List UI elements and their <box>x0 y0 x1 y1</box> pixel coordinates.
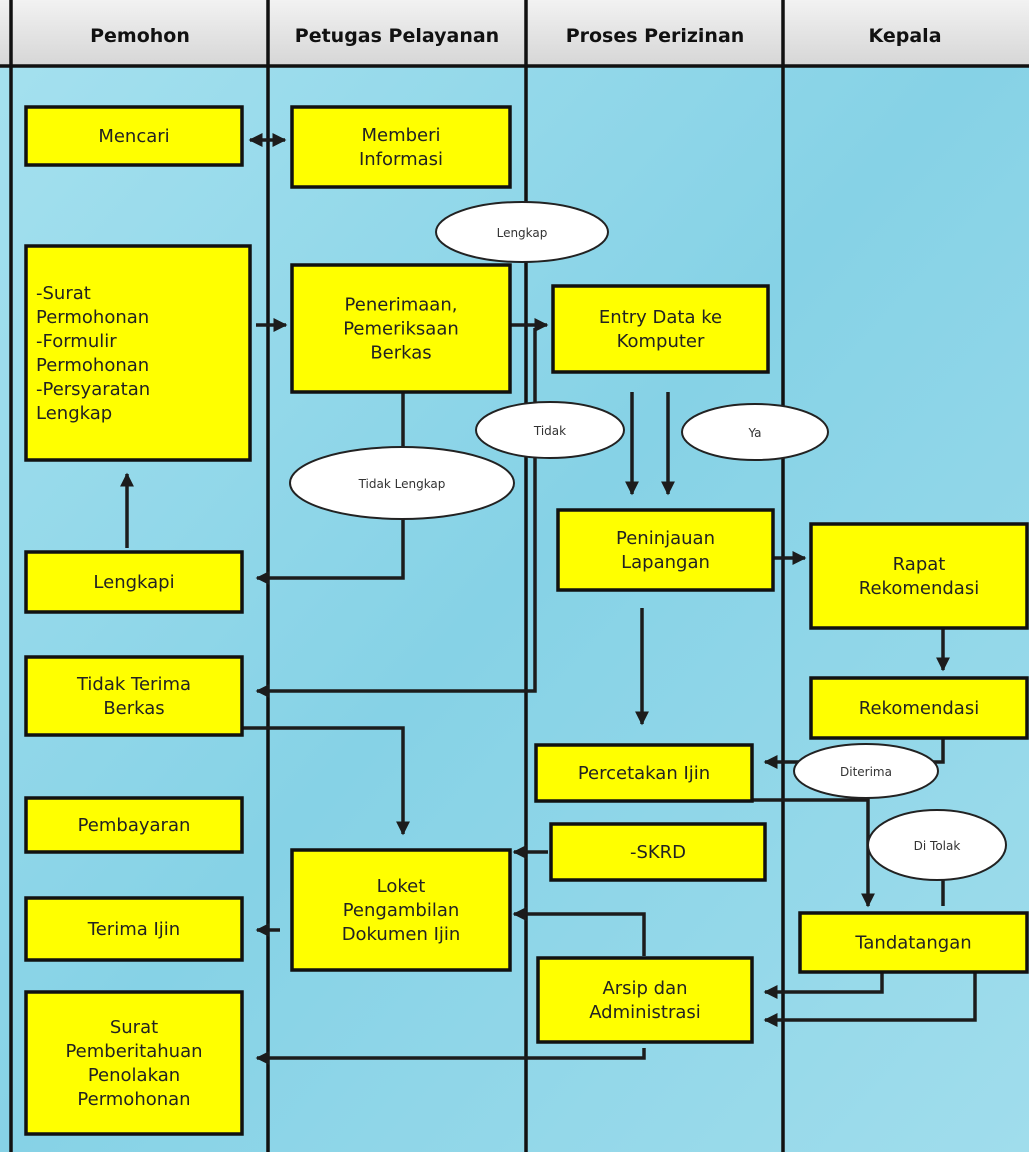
box-percetakan-line: Percetakan Ijin <box>578 763 710 784</box>
box-skrd-line: -SKRD <box>630 842 686 863</box>
oval-diterima <box>793 743 939 799</box>
box-penerimaan-line: Pemeriksaan <box>343 319 459 340</box>
decision-ovals: Lengkap Tidak Ya Tidak Lengkap Diterima … <box>289 201 1007 881</box>
box-tandatangan-line: Tandatangan <box>854 933 971 954</box>
box-surat-penolakan-line: Permohonan <box>77 1089 190 1110</box>
box-persyaratan-line: Lengkap <box>36 403 112 424</box>
box-surat-penolakan-line: Pemberitahuan <box>65 1041 202 1062</box>
box-rapat-line: Rapat <box>893 554 946 575</box>
box-memberi-informasi-line: Informasi <box>359 149 443 170</box>
box-peninjauan-line: Lapangan <box>621 552 710 573</box>
box-pembayaran-line: Pembayaran <box>78 815 191 836</box>
box-rekomendasi-line: Rekomendasi <box>859 698 979 719</box>
box-persyaratan-line: Permohonan <box>36 355 149 376</box>
box-memberi-informasi-line: Memberi <box>361 125 440 146</box>
line-arsip-surat <box>255 1048 646 1065</box>
box-penerimaan-line: Penerimaan, <box>345 295 458 316</box>
box-loket-line: Pengambilan <box>343 900 460 921</box>
box-arsip-line: Administrasi <box>589 1002 701 1023</box>
box-lengkapi: Lengkapi <box>24 550 244 614</box>
box-arsip-line: Arsip dan <box>602 978 687 999</box>
lane-title-proses: Proses Perizinan <box>566 25 745 47</box>
box-persyaratan-line: -Formulir <box>36 331 117 352</box>
box-loket-line: Loket <box>377 876 426 897</box>
box-surat-penolakan-line: Penolakan <box>88 1065 180 1086</box>
line-tandatangan-arsip-2 <box>763 972 977 1027</box>
label-diterima: Diterima <box>840 765 892 779</box>
box-skrd: -SKRD <box>549 822 767 882</box>
box-lengkapi-line: Lengkapi <box>93 572 174 593</box>
box-rapat-line: Rekomendasi <box>859 578 979 599</box>
box-terima-ijin-line: Terima Ijin <box>87 919 180 940</box>
box-pembayaran: Pembayaran <box>24 796 244 854</box>
label-tidak: Tidak <box>533 424 566 438</box>
line-percetakan-tandatangan <box>752 798 875 908</box>
oval-ditolak <box>867 809 1007 881</box>
lane-title-petugas: Petugas Pelayanan <box>295 25 499 47</box>
box-peninjauan-line: Peninjauan <box>616 528 715 549</box>
lane-header: Pemohon Petugas Pelayanan Proses Perizin… <box>0 0 1029 68</box>
box-entry-data-line: Komputer <box>617 331 705 352</box>
box-terima-ijin: Terima Ijin <box>24 896 244 962</box>
box-rekomendasi: Rekomendasi <box>809 676 1029 740</box>
label-lengkap: Lengkap <box>497 226 548 240</box>
box-entry-data-line: Entry Data ke <box>599 307 722 328</box>
box-tandatangan: Tandatangan <box>798 911 1029 974</box>
box-tidak-terima-line: Berkas <box>103 698 164 719</box>
oval-tidak-lengkap <box>289 446 515 520</box>
box-loket-line: Dokumen Ijin <box>342 924 461 945</box>
label-tidak-lengkap: Tidak Lengkap <box>358 477 446 491</box>
line-tidakterima-loket <box>242 726 410 836</box>
line-tandatangan-arsip-1 <box>763 972 884 999</box>
box-mencari: Mencari <box>24 105 244 167</box>
box-tidak-terima-line: Tidak Terima <box>76 674 191 695</box>
lane-title-pemohon: Pemohon <box>90 25 190 47</box>
box-percetakan: Percetakan Ijin <box>534 743 754 803</box>
box-persyaratan: -SuratPermohonan-FormulirPermohonan-Pers… <box>24 244 252 462</box>
box-surat-penolakan-line: Surat <box>110 1017 158 1038</box>
oval-tidak <box>475 401 625 459</box>
lane-title-kepala: Kepala <box>868 25 941 47</box>
label-ditolak: Di Tolak <box>914 839 961 853</box>
line-arsip-loket <box>512 907 646 956</box>
box-persyaratan-line: -Persyaratan <box>36 379 150 400</box>
oval-ya <box>681 403 829 461</box>
box-persyaratan-line: Permohonan <box>36 307 149 328</box>
oval-lengkap <box>435 201 609 263</box>
box-penerimaan-line: Berkas <box>370 343 431 364</box>
box-entry-data: Entry Data ke Komputer <box>551 284 770 374</box>
label-ya: Ya <box>747 426 761 440</box>
box-mencari-line: Mencari <box>98 126 169 147</box>
box-persyaratan-line: -Surat <box>36 283 91 304</box>
